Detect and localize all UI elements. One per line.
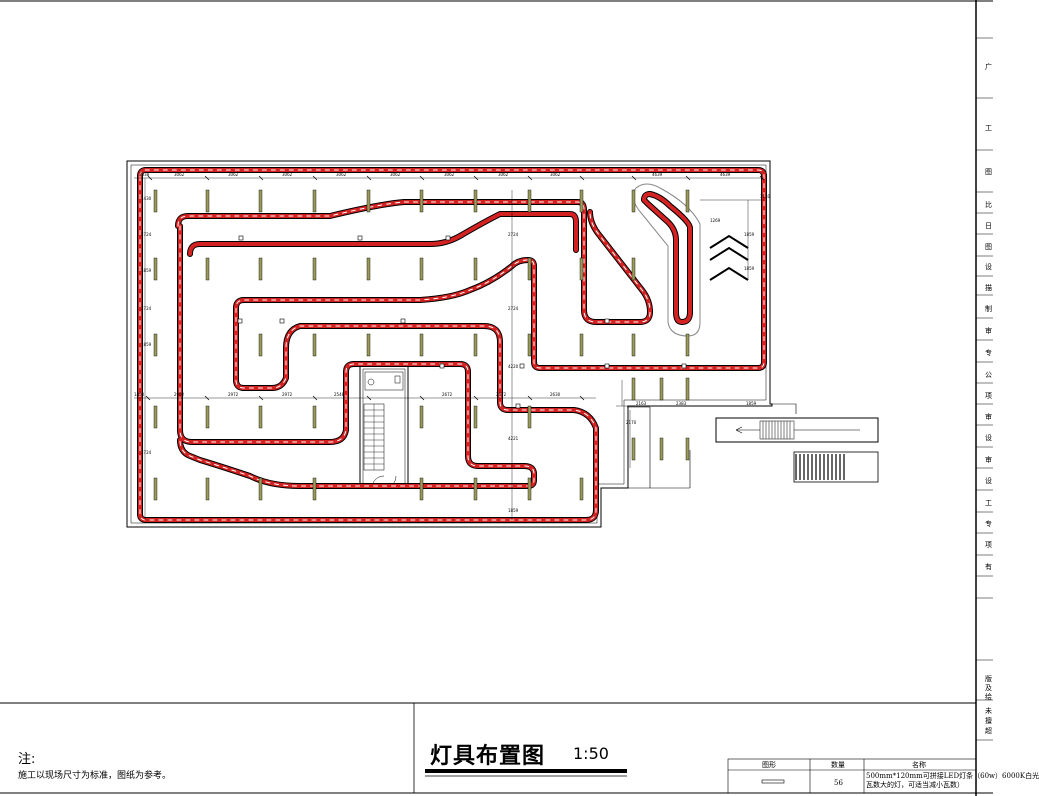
dim-label: 3338 xyxy=(139,172,150,177)
title-block-label: 超 xyxy=(985,727,992,735)
dim-label: 1859 xyxy=(744,232,755,237)
dim-label: 1859 xyxy=(746,401,757,406)
title-block-label: 图 xyxy=(985,243,992,251)
title-block-label: 设 xyxy=(985,263,992,271)
dim-label: 2724 xyxy=(508,232,519,237)
title-underline xyxy=(425,769,627,773)
title-block-label: 广 xyxy=(985,63,992,71)
title-block-label: 比 xyxy=(985,201,992,209)
stair-core xyxy=(359,365,409,489)
dim-label: 3062 xyxy=(390,172,401,177)
title-block-label: 公 xyxy=(985,371,992,379)
external-stair xyxy=(715,417,879,483)
title-block-label: 审 xyxy=(985,456,992,464)
dim-label: 2724 xyxy=(141,450,152,455)
title-block-label: 专 xyxy=(985,520,992,528)
dim-label: 3062 xyxy=(498,172,509,177)
dim-label: 2672 xyxy=(496,392,507,397)
dim-label: 1859 xyxy=(141,342,152,347)
title-block-label: 版 xyxy=(985,675,992,683)
drawing-title: 灯具布置图 xyxy=(430,744,546,769)
dim-label: 2672 xyxy=(442,392,453,397)
dim-label: 3062 xyxy=(282,172,293,177)
dim-label: 4639 xyxy=(652,172,663,177)
title-block-label: 审 xyxy=(985,413,992,421)
pit-lane xyxy=(632,183,701,337)
title-block-label: 项 xyxy=(985,392,992,400)
direction-chevrons xyxy=(709,234,749,281)
dim-label: 2972 xyxy=(282,392,293,397)
legend-name-line2: 瓦数大的灯，可适当减小瓦数） xyxy=(866,781,964,789)
title-block-label: 日 xyxy=(985,222,992,230)
title-block-label: 描 xyxy=(985,284,992,292)
dim-label: 3062 xyxy=(550,172,561,177)
dim-label: 3062 xyxy=(336,172,347,177)
title-block-label: 审 xyxy=(985,327,992,335)
dim-label: 4221 xyxy=(508,436,519,441)
title-block-label: 设 xyxy=(985,477,992,485)
dimension-ticks xyxy=(145,175,765,401)
title-block-label: 设 xyxy=(985,434,992,442)
legend-header-symbol: 图形 xyxy=(762,761,776,769)
dim-label: 2724 xyxy=(141,232,152,237)
title-block-label: 及 xyxy=(985,684,992,692)
title-block-label: 项 xyxy=(985,541,992,549)
dim-label: 3062 xyxy=(174,172,185,177)
title-block-label: 擅 xyxy=(985,717,992,725)
structural-columns xyxy=(237,235,687,409)
dim-label: 2163 xyxy=(636,401,647,406)
title-block-label: 专 xyxy=(985,349,992,357)
dim-label: 3062 xyxy=(228,172,239,177)
dim-label: 3131 xyxy=(760,194,771,199)
legend-name-line1: 500mm*120mm可拼接LED灯条（60w）6000K白光 xyxy=(866,772,1039,780)
dim-label: 2724 xyxy=(508,306,519,311)
title-block-label: 绘 xyxy=(985,693,992,701)
legend-header-name: 名称 xyxy=(912,761,926,769)
dim-label: 2548 xyxy=(334,392,345,397)
dim-label: 3062 xyxy=(444,172,455,177)
dim-label: 2170 xyxy=(626,420,637,425)
legend-header-quantity: 数量 xyxy=(831,761,845,769)
notes-heading: 注: xyxy=(18,752,36,767)
title-block-grid xyxy=(976,37,993,741)
dim-label: 2630 xyxy=(550,392,561,397)
dim-label: 2972 xyxy=(228,392,239,397)
dim-label: 1859 xyxy=(744,266,755,271)
dim-label: 4639 xyxy=(720,172,731,177)
title-block-label: 制 xyxy=(985,305,992,313)
dimension-lines xyxy=(134,177,764,520)
title-block-label: 工 xyxy=(985,124,992,132)
notes-text: 施工以现场尺寸为标准，图纸为参考。 xyxy=(18,771,172,781)
dim-label: 1859 xyxy=(508,508,519,513)
title-block-label: 工 xyxy=(985,499,992,507)
dim-label: 2724 xyxy=(141,306,152,311)
dim-label: 2383 xyxy=(676,401,687,406)
dim-label: 1450 xyxy=(134,392,145,397)
legend-table-grid xyxy=(727,758,977,794)
lighting-floor-plan xyxy=(0,0,993,796)
dim-label: 1859 xyxy=(141,268,152,273)
title-block-label: 图 xyxy=(985,168,992,176)
title-block-label: 有 xyxy=(985,563,992,571)
race-track xyxy=(137,167,767,523)
dim-label: 2902 xyxy=(174,392,185,397)
dim-label: 1269 xyxy=(710,218,721,223)
dim-label: 4220 xyxy=(508,364,519,369)
title-block-label: 未 xyxy=(985,707,992,715)
led-light-bars xyxy=(153,189,690,501)
drawing-scale: 1:50 xyxy=(573,744,609,763)
legend-quantity: 56 xyxy=(834,779,843,787)
dim-label: 1430 xyxy=(141,196,152,201)
